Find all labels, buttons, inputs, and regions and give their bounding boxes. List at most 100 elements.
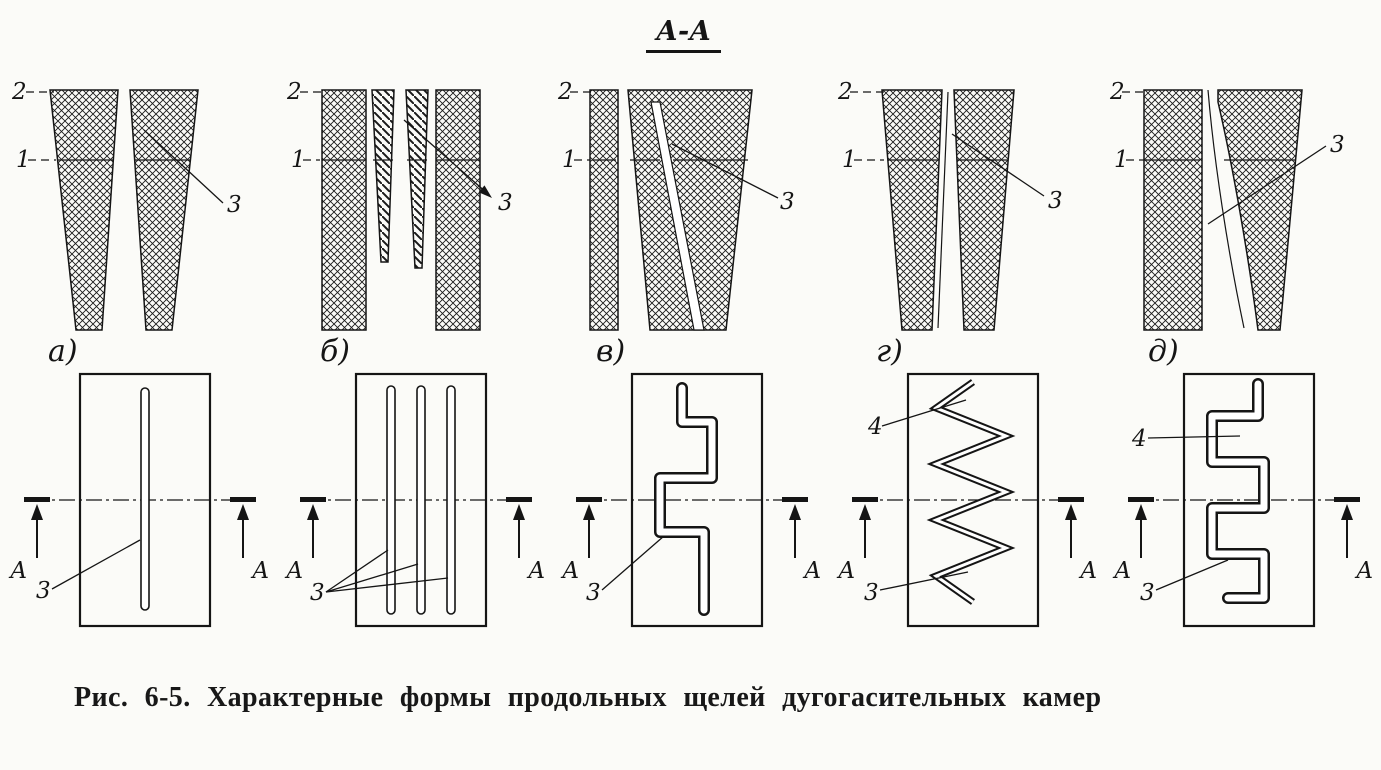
slot-edge-line — [937, 91, 949, 329]
figure-variant-b: 2 1 3 б) А А — [284, 79, 545, 628]
section-tick-right — [230, 497, 256, 502]
section-label-right: А — [1078, 558, 1097, 584]
slot-straight-2 — [416, 385, 426, 615]
plan-view-a: А А 3 — [8, 372, 269, 628]
cross-section-v: 2 1 3 — [557, 79, 795, 331]
section-arrowhead-left — [583, 504, 595, 520]
section-arrowhead-right — [1341, 504, 1353, 520]
cross-section-d: 2 1 3 — [1109, 79, 1345, 331]
variant-letter: д) — [1148, 334, 1179, 369]
chamber-wall-right — [435, 89, 481, 331]
callout-3-plan-leader — [51, 539, 141, 590]
cross-section-b: 2 1 3 — [286, 79, 513, 331]
slot-straight-1 — [386, 385, 396, 615]
slot-straight-3 — [446, 385, 456, 615]
callout-1: 1 — [291, 147, 306, 173]
callout-4-leader — [1147, 435, 1241, 439]
section-label-left: А — [8, 558, 27, 584]
diagonal-slot — [650, 101, 705, 331]
callout-3-leader — [951, 133, 1045, 197]
callout-3-plan-leader — [325, 549, 389, 593]
chamber-wall-right — [129, 89, 199, 331]
chamber-wall-left — [49, 89, 119, 331]
section-tick-right — [1334, 497, 1360, 502]
callout-4: 4 — [1131, 426, 1147, 452]
callout-3-section: 3 — [498, 190, 513, 216]
callout-3-leader — [403, 119, 489, 195]
cross-section-a: 2 1 3 — [11, 79, 242, 331]
callout-4-leader — [881, 399, 967, 427]
plan-view-v: А А 3 — [560, 372, 821, 628]
figure-caption: Рис. 6-5. Характерные формы продольных щ… — [74, 682, 1102, 713]
callout-3-leader — [671, 143, 779, 199]
callout-3-section: 3 — [780, 189, 795, 215]
slot-s-shape — [656, 384, 716, 614]
section-arrowhead-right — [237, 504, 249, 520]
plan-view-b: А А 3 — [284, 372, 545, 628]
section-label-right: А — [526, 558, 545, 584]
section-tick-left — [576, 497, 602, 502]
section-tick-right — [506, 497, 532, 502]
section-label-left: А — [560, 558, 579, 584]
section-tick-left — [852, 497, 878, 502]
section-tick-right — [1058, 497, 1084, 502]
chamber-wall-right — [1217, 89, 1303, 331]
variant-letter: б) — [320, 334, 350, 369]
callout-3-plan-leader — [879, 571, 969, 591]
callout-4: 4 — [867, 414, 883, 440]
variant-letter: в) — [596, 334, 625, 369]
section-arrowhead-right — [513, 504, 525, 520]
slot-edge-curve — [1207, 89, 1245, 329]
section-label-left: А — [836, 558, 855, 584]
callout-3-plan: 3 — [36, 578, 51, 604]
section-arrowhead-right — [1065, 504, 1077, 520]
chamber-wall-right — [953, 89, 1015, 331]
callout-3-plan-leader — [1155, 559, 1229, 591]
variant-letter: г) — [876, 334, 903, 369]
insert-fin-right — [405, 89, 429, 269]
section-label-left: А — [1112, 558, 1131, 584]
figure-variant-a: 2 1 3 а) А А 3 — [8, 79, 269, 628]
callout-2: 2 — [11, 79, 27, 105]
variant-letter: а) — [48, 334, 78, 369]
chamber-wall-left — [589, 89, 619, 331]
callout-3-plan: 3 — [586, 580, 601, 606]
chamber-wall-left — [321, 89, 367, 331]
section-arrowhead-right — [789, 504, 801, 520]
section-arrowhead-left — [307, 504, 319, 520]
callout-1: 1 — [842, 147, 857, 173]
plan-view-g: 4 А А 3 — [836, 372, 1097, 628]
figure-variant-g: 2 1 3 г) 4 А А — [836, 79, 1097, 628]
callout-3-plan-leader — [601, 535, 665, 591]
section-arrowhead-left — [1135, 504, 1147, 520]
section-tick-left — [1128, 497, 1154, 502]
section-arrowhead-left — [859, 504, 871, 520]
figure-variant-d: 2 1 3 д) 4 А А — [1109, 79, 1373, 628]
callout-3-section: 3 — [1048, 188, 1063, 214]
section-label-right: А — [250, 558, 269, 584]
callout-3-section: 3 — [227, 192, 242, 218]
slot-meander — [1208, 380, 1268, 602]
callout-1: 1 — [562, 147, 577, 173]
callout-2: 2 — [837, 79, 853, 105]
callout-3-plan: 3 — [1140, 580, 1155, 606]
slot-zigzag — [931, 380, 1011, 604]
variants-row: 2 1 3 а) А А 3 — [2, 72, 1381, 672]
chamber-wall-right — [627, 89, 753, 331]
section-label-right: А — [1354, 558, 1373, 584]
callout-3-plan: 3 — [864, 580, 879, 606]
callout-1: 1 — [16, 147, 31, 173]
callout-3-arrowhead — [478, 185, 492, 198]
callout-2: 2 — [286, 79, 302, 105]
callout-3-section: 3 — [1330, 132, 1345, 158]
callout-3-leader — [1207, 145, 1327, 225]
callout-2: 2 — [1109, 79, 1125, 105]
callout-2: 2 — [557, 79, 573, 105]
callout-3-leader — [143, 129, 224, 204]
section-label-left: А — [284, 558, 303, 584]
callout-3-plan-leader — [325, 563, 419, 593]
figure-variant-v: 2 1 3 в) А А 3 — [557, 79, 821, 628]
chamber-wall-left — [881, 89, 943, 331]
callout-1: 1 — [1114, 147, 1129, 173]
